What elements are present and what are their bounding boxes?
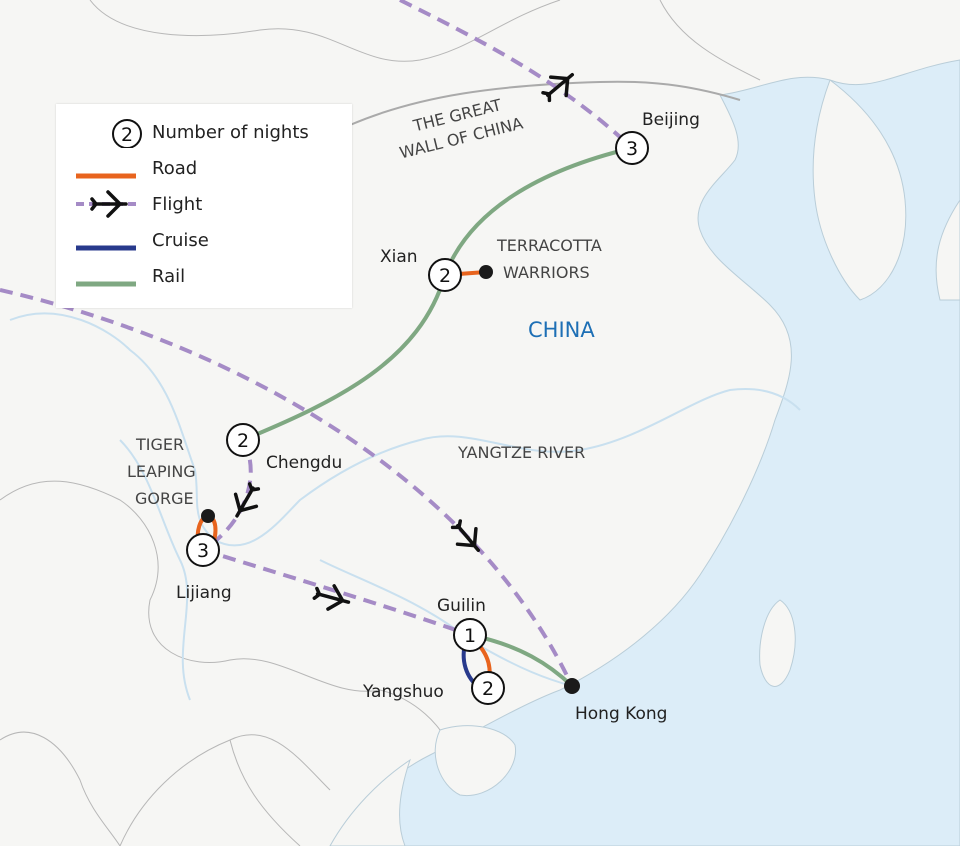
legend-item-cruise: Cruise xyxy=(56,226,352,256)
legend-item-flight: Flight xyxy=(56,190,352,220)
stop-chengdu[interactable]: 2 xyxy=(226,423,260,457)
legend-item-rail: Rail xyxy=(56,262,352,292)
label-country: CHINA xyxy=(528,318,595,342)
label-great-wall: THE GREAT WALL OF CHINA xyxy=(397,95,524,162)
great-wall xyxy=(349,80,741,126)
land-vietnam xyxy=(329,758,411,846)
label-guilin: Guilin xyxy=(437,596,486,616)
plane-icon xyxy=(310,580,354,616)
legend-item-road: Road xyxy=(56,154,352,184)
legend-item-nights: 2 Number of nights xyxy=(56,118,352,148)
nights-count: 2 xyxy=(482,678,494,700)
stop-guilin[interactable]: 1 xyxy=(453,618,487,652)
label-river: YANGTZE RIVER xyxy=(457,443,585,462)
label-chengdu: Chengdu xyxy=(266,453,342,473)
borders xyxy=(0,0,761,846)
flight-plane-icon xyxy=(76,190,136,218)
cruise-line-icon xyxy=(76,245,136,251)
label-yangshuo: Yangshuo xyxy=(362,682,444,702)
road-line-icon xyxy=(76,173,136,179)
plane-icon xyxy=(224,478,267,524)
nights-count: 1 xyxy=(464,625,476,647)
label-lijiang: Lijiang xyxy=(176,583,232,603)
rail-line-icon xyxy=(76,281,136,287)
stop-lijiang[interactable]: 3 xyxy=(186,533,220,567)
label-terracotta-2: WARRIORS xyxy=(503,263,590,282)
stop-beijing[interactable]: 3 xyxy=(615,131,649,165)
land-hainan xyxy=(434,725,516,796)
nights-count: 3 xyxy=(197,540,209,562)
nights-count: 2 xyxy=(439,265,451,287)
land-japan xyxy=(935,199,960,301)
circle-number-icon: 2 xyxy=(121,124,133,146)
label-beijing: Beijing xyxy=(642,110,700,130)
flight-routes xyxy=(0,0,634,687)
land-taiwan xyxy=(759,599,796,687)
tiger-gorge-dot xyxy=(201,509,215,523)
nights-count: 3 xyxy=(626,138,638,160)
label-xian: Xian xyxy=(380,247,418,267)
hong-kong-dot[interactable] xyxy=(564,678,580,694)
label-hong-kong: Hong Kong xyxy=(575,704,667,724)
nights-count: 2 xyxy=(237,430,249,452)
label-tiger-2: LEAPING xyxy=(127,462,196,481)
label-tiger-1: TIGER xyxy=(135,435,184,454)
label-terracotta-1: TERRACOTTA xyxy=(496,236,602,255)
legend: 2 Number of nights Road Flight Cruise Ra… xyxy=(56,104,352,308)
stop-yangshuo[interactable]: 2 xyxy=(471,671,505,705)
terracotta-dot xyxy=(479,265,493,279)
sea xyxy=(329,59,960,846)
stop-xian[interactable]: 2 xyxy=(428,258,462,292)
land-korea xyxy=(812,79,907,301)
label-tiger-3: GORGE xyxy=(135,489,194,508)
